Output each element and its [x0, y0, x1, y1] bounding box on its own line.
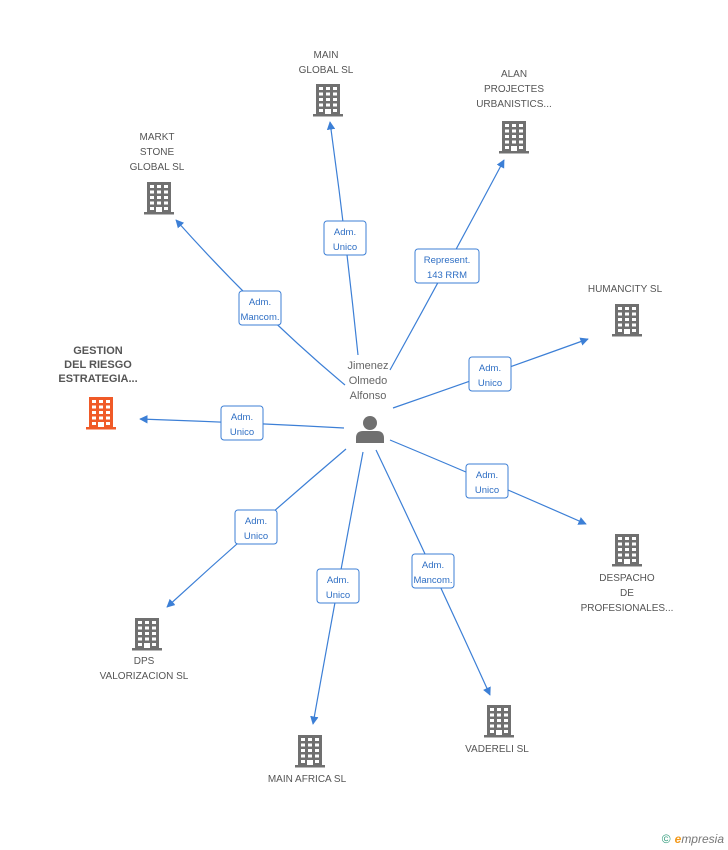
node-markt-stone[interactable]: MARKT STONE GLOBAL SL — [130, 132, 185, 215]
edge-label-text: Represent. — [424, 255, 470, 266]
node-label: GLOBAL SL — [299, 65, 354, 76]
edge-label-frame — [468, 356, 512, 392]
node-label: STONE — [140, 147, 175, 158]
edge-label-box[interactable]: Adm. Mancom. — [411, 553, 455, 589]
edge-label-box[interactable]: Represent. 143 RRM — [414, 248, 480, 284]
edge-label-text: Unico — [333, 242, 357, 253]
edge-label-text: Mancom. — [240, 312, 279, 323]
building-icon — [295, 735, 325, 768]
node-despacho[interactable]: DESPACHO DE PROFESIONALES... — [581, 534, 674, 614]
edge-label-text: Adm. — [231, 412, 253, 423]
node-label: URBANISTICS... — [476, 99, 552, 110]
edge-label-text: Adm. — [479, 363, 501, 374]
edge-gestion-riesgo: Adm. Unico — [139, 405, 345, 441]
person-icon — [356, 416, 384, 443]
edge-label-frame — [316, 568, 360, 604]
node-label: DEL RIESGO — [64, 359, 132, 371]
node-label: ESTRATEGIA... — [58, 373, 137, 385]
building-icon — [612, 304, 642, 337]
node-gestion-riesgo[interactable]: GESTION DEL RIESGO ESTRATEGIA... — [58, 345, 138, 430]
edge-despacho: Adm. Unico — [389, 439, 587, 525]
building-icon — [484, 705, 514, 738]
node-dps[interactable]: DPS VALORIZACION SL — [100, 618, 189, 682]
center-label: Alfonso — [350, 390, 387, 402]
edge-label-text: Adm. — [245, 516, 267, 527]
edge-label-text: Mancom. — [413, 575, 452, 586]
edge-label-text: Unico — [326, 590, 350, 601]
edge-main-global: Adm. Unico — [323, 121, 367, 356]
edge-label-text: Unico — [475, 485, 499, 496]
edge-label-text: Adm. — [334, 227, 356, 238]
edge-label-box[interactable]: Adm. Unico — [465, 463, 509, 499]
edge-label-box[interactable]: Adm. Unico — [316, 568, 360, 604]
center-label: Olmedo — [349, 375, 388, 387]
node-label: DE — [620, 588, 634, 599]
edge-label-box[interactable]: Adm. Unico — [323, 220, 367, 256]
edge-label-text: 143 RRM — [427, 270, 467, 281]
building-icon — [144, 182, 174, 215]
edge-label-box[interactable]: Adm. Unico — [468, 356, 512, 392]
edge-label-frame — [411, 553, 455, 589]
node-label: HUMANCITY SL — [588, 284, 663, 295]
node-vadereli[interactable]: VADERELI SL — [465, 705, 529, 755]
edge-label-box[interactable]: Adm. Mancom. — [238, 290, 282, 326]
node-humancity[interactable]: HUMANCITY SL — [588, 284, 663, 337]
footer-brand[interactable]: ©empresia — [662, 832, 724, 846]
edge-markt-stone: Adm. Mancom. — [175, 219, 346, 386]
edge-label-text: Adm. — [422, 560, 444, 571]
building-icon — [313, 84, 343, 117]
edge-label-text: Unico — [230, 427, 254, 438]
edge-main-africa: Adm. Unico — [310, 451, 364, 725]
edge-label-frame — [220, 405, 264, 441]
center-label: Jimenez — [348, 360, 389, 372]
edge-label-frame — [234, 509, 278, 545]
node-label: PROFESIONALES... — [581, 603, 674, 614]
edge-label-text: Unico — [244, 531, 268, 542]
edge-label-text: Adm. — [327, 575, 349, 586]
building-icon — [86, 397, 116, 430]
node-label: MAIN AFRICA SL — [268, 774, 347, 785]
edge-label-text: Unico — [478, 378, 502, 389]
node-label: DPS — [134, 656, 155, 667]
building-icon — [612, 534, 642, 567]
nodes-layer: MAIN GLOBAL SL ALAN PROJECTES URBANISTICS...… — [58, 50, 673, 785]
edge-label-text: Adm. — [249, 297, 271, 308]
edge-label-frame — [465, 463, 509, 499]
node-label: GESTION — [73, 345, 123, 357]
empresia-logo: empresia — [674, 832, 724, 846]
edge-humancity: Adm. Unico — [392, 337, 589, 409]
node-label: ALAN — [501, 69, 527, 80]
building-icon — [499, 121, 529, 154]
building-icon — [132, 618, 162, 651]
node-label: VADERELI SL — [465, 744, 529, 755]
edge-alan-projectes: Represent. 143 RRM — [389, 159, 505, 371]
edge-label-text: Adm. — [476, 470, 498, 481]
copyright-symbol: © — [661, 832, 671, 846]
node-label: PROJECTES — [484, 84, 544, 95]
node-label: GLOBAL SL — [130, 162, 185, 173]
node-label: DESPACHO — [599, 573, 655, 584]
node-label: MARKT — [140, 132, 175, 143]
node-alan-projectes[interactable]: ALAN PROJECTES URBANISTICS... — [476, 69, 552, 154]
node-main-global[interactable]: MAIN GLOBAL SL — [299, 50, 354, 117]
edge-label-frame — [323, 220, 367, 256]
node-label: VALORIZACION SL — [100, 671, 189, 682]
edge-label-frame — [238, 290, 282, 326]
node-main-africa[interactable]: MAIN AFRICA SL — [268, 735, 347, 785]
node-label: MAIN — [314, 50, 339, 61]
edge-vadereli: Adm. Mancom. — [375, 449, 491, 696]
edge-dps: Adm. Unico — [166, 448, 347, 608]
edge-label-box[interactable]: Adm. Unico — [220, 405, 264, 441]
edge-label-frame — [414, 248, 480, 284]
edge-label-box[interactable]: Adm. Unico — [234, 509, 278, 545]
